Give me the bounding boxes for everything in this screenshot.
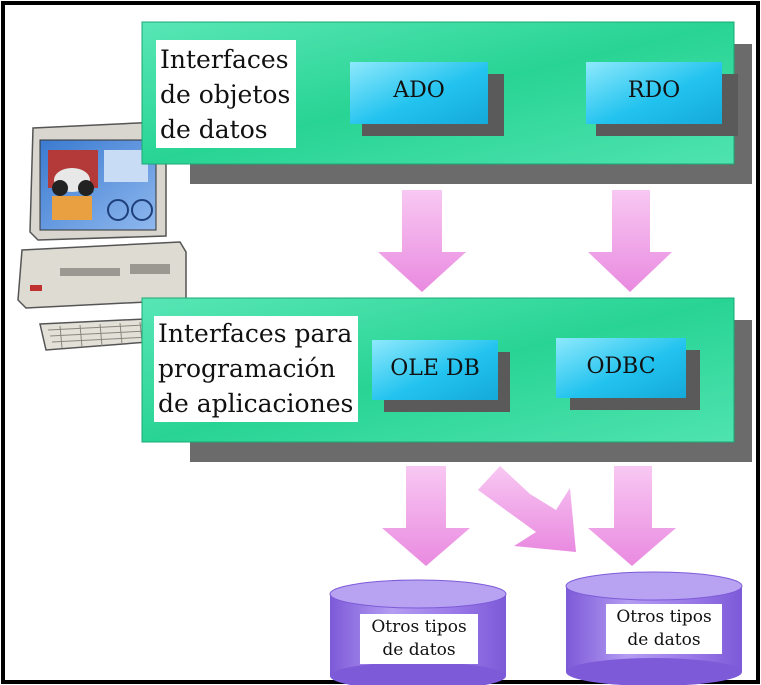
arrow-odbc-to-store2 — [588, 466, 676, 566]
bottom-panel-label-line: Interfaces para — [158, 319, 353, 348]
data-store-2-label-line: Otros tipos — [616, 607, 712, 627]
bottom-panel-label-line: programación — [158, 354, 336, 383]
desktop-computer-icon — [17, 121, 187, 351]
bottom-panel — [141, 297, 752, 462]
rdo-box — [586, 62, 722, 124]
arrow-ado-to-oledb — [378, 190, 466, 292]
top-panel-label-line: de datos — [160, 115, 268, 144]
top-panel — [141, 21, 752, 184]
top-panel-label-line: Interfaces — [160, 45, 289, 74]
ado-label: ADO — [393, 78, 445, 103]
bottom-panel-label-bg — [154, 316, 358, 422]
data-store-2-label-line: de datos — [627, 630, 701, 650]
rdo-label: RDO — [627, 78, 681, 103]
data-store-1-label-line: Otros tipos — [371, 617, 467, 637]
top-panel-label-line: de objetos — [160, 80, 291, 109]
bottom-panel-label-line: de aplicaciones — [158, 389, 354, 418]
bottom-panel-label: Interfaces para programación de aplicaci… — [158, 316, 353, 421]
odbc-box — [556, 338, 686, 398]
data-store-1-label: Otros tipos de datos — [360, 614, 478, 664]
oledb-label: OLE DB — [390, 356, 480, 381]
arrow-oledb-to-store2 — [478, 466, 576, 552]
data-store-1-label-line: de datos — [382, 640, 456, 660]
ado-box — [350, 62, 488, 124]
arrow-oledb-to-store1 — [382, 466, 470, 566]
top-panel-label-bg — [156, 40, 296, 148]
top-panel-label: Interfaces de objetos de datos — [160, 42, 290, 147]
odbc-label: ODBC — [586, 354, 656, 379]
arrow-rdo-to-odbc — [588, 190, 672, 292]
oledb-box — [372, 340, 498, 400]
data-store-2-label: Otros tipos de datos — [606, 604, 722, 654]
